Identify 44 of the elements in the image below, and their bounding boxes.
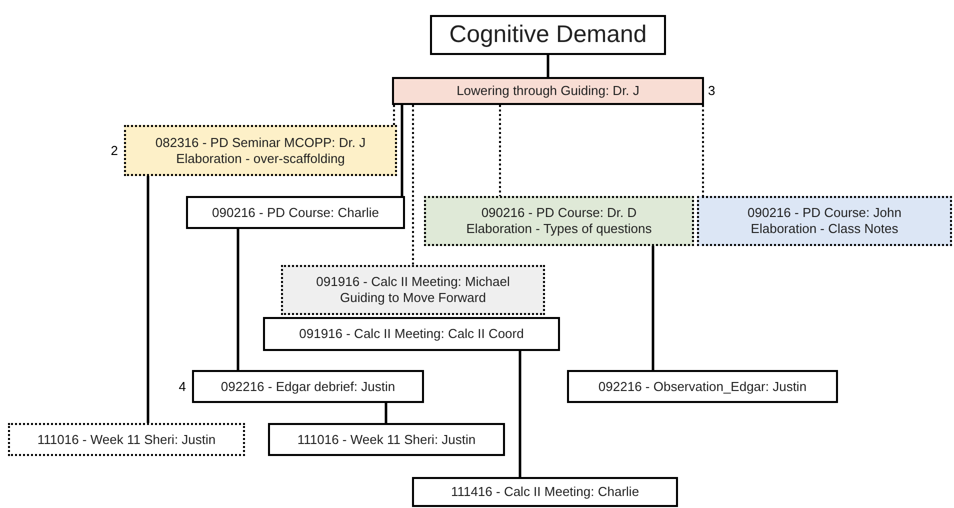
node-text: Guiding to Move Forward <box>340 290 486 306</box>
connector-line <box>384 403 388 423</box>
dotted-box <box>697 196 952 246</box>
callout-number: 2 <box>110 142 118 158</box>
connector-line <box>393 105 395 125</box>
dotted-box <box>8 423 245 456</box>
node-text: 090216 - PD Course: Dr. D <box>481 205 637 221</box>
node-text: 090216 - PD Course: Charlie <box>212 204 379 220</box>
connector-line <box>412 105 414 265</box>
dotted-box <box>124 125 397 176</box>
dotted-box <box>424 196 694 246</box>
process-box <box>392 77 704 105</box>
connector-line <box>702 105 704 196</box>
callout-number: 3 <box>708 83 716 98</box>
process-box <box>186 196 405 229</box>
connector-line <box>146 176 150 423</box>
node-text: 090216 - PD Course: John <box>748 205 902 221</box>
node-text: 111016 - Week 11 Sheri: Justin <box>37 432 216 448</box>
title-text: Cognitive Demand <box>449 21 647 49</box>
connector-line <box>499 105 501 196</box>
connector-line <box>400 105 404 196</box>
process-box <box>192 370 424 403</box>
process-box <box>567 370 838 403</box>
node-text: 111416 - Calc II Meeting: Charlie <box>450 484 640 500</box>
node-text: Elaboration - Class Notes <box>750 221 898 237</box>
connector-line <box>652 246 654 370</box>
node-text: 092216 - Edgar debrief: Justin <box>220 378 396 394</box>
node-text: Elaboration - over-scaffolding <box>176 150 345 166</box>
process-box <box>412 477 678 507</box>
connector-line <box>518 351 522 477</box>
node-text: 091916 - Calc II Meeting: Michael <box>316 274 510 290</box>
process-box <box>268 423 505 456</box>
process-box <box>263 317 560 351</box>
node-text: Elaboration - Types of questions <box>466 221 652 237</box>
node-text: 091916 - Calc II Meeting: Calc II Coord <box>299 326 524 342</box>
dotted-box <box>281 265 545 315</box>
connector-line <box>236 229 240 370</box>
node-text: Lowering through Guiding: Dr. J <box>456 83 640 99</box>
callout-number: 4 <box>178 378 186 394</box>
connector-line <box>546 55 550 77</box>
node-text: 082316 - PD Seminar MCOPP: Dr. J <box>155 134 366 150</box>
process-box <box>430 15 666 55</box>
node-text: 111016 - Week 11 Sheri: Justin <box>297 432 476 448</box>
node-text: 092216 - Observation_Edgar: Justin <box>598 378 807 394</box>
